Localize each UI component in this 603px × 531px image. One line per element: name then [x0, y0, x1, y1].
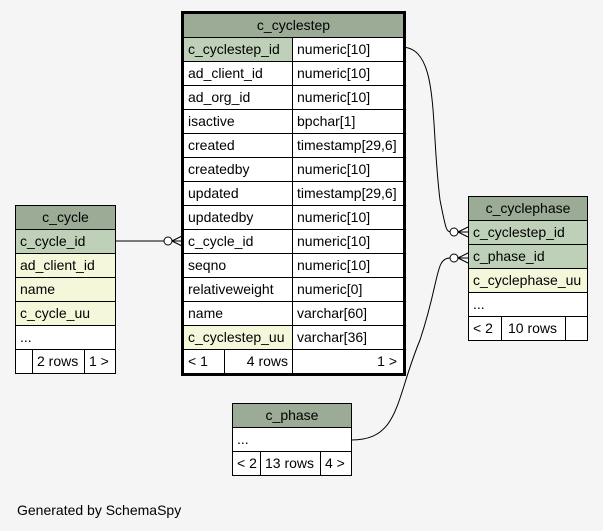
row-count: 2 rows — [32, 350, 84, 373]
children-link[interactable]: 1 > — [292, 350, 403, 373]
table-title[interactable]: c_cyclephase — [469, 197, 587, 221]
column-type: varchar[36] — [292, 326, 403, 349]
edge-cyclestep-crowsfoot — [457, 226, 469, 238]
column-row: c_cyclestep_id — [469, 221, 587, 245]
row-count: 4 rows — [224, 350, 292, 373]
column-name: seqno — [188, 257, 227, 273]
column-name: c_cyclephase_uu — [469, 269, 587, 292]
children-link[interactable]: 4 > — [320, 452, 351, 475]
column-row: name — [16, 278, 115, 302]
edge-cycle-optional-marker — [163, 236, 173, 246]
table-title[interactable]: c_phase — [233, 404, 351, 428]
edge-cyclestep-optional-marker — [449, 227, 459, 237]
generated-by-label: Generated by SchemaSpy — [17, 502, 182, 518]
column-type: timestamp[29,6] — [292, 182, 403, 205]
column-row: updatedby numeric[10] — [184, 206, 403, 230]
edge-cycle-crowsfoot — [171, 235, 183, 247]
parents-link[interactable] — [16, 350, 32, 373]
column-row: ad_org_id numeric[10] — [184, 86, 403, 110]
column-row: name varchar[60] — [184, 302, 403, 326]
column-name: c_phase_id — [469, 245, 587, 268]
parents-link[interactable]: < 2 — [237, 455, 257, 471]
column-name: ... — [20, 329, 32, 345]
column-name: c_cycle_uu — [16, 302, 115, 325]
column-row: ad_client_id — [16, 254, 115, 278]
column-type: timestamp[29,6] — [292, 134, 403, 157]
table-footer: 2 rows 1 > — [16, 350, 115, 373]
edge-cyclestep-to-cyclephase — [400, 46, 453, 233]
column-name: ... — [237, 431, 249, 447]
column-row: ... — [469, 293, 587, 317]
column-name: c_cyclestep_id — [184, 38, 292, 61]
column-row: isactive bpchar[1] — [184, 110, 403, 134]
column-type: numeric[10] — [292, 62, 403, 85]
edge-phase-crowsfoot — [457, 252, 469, 264]
column-row: ... — [16, 326, 115, 350]
column-name: createdby — [188, 161, 250, 177]
table-title[interactable]: c_cyclestep — [184, 14, 403, 38]
column-row: updated timestamp[29,6] — [184, 182, 403, 206]
column-name: name — [16, 278, 115, 301]
column-type: numeric[10] — [292, 86, 403, 109]
column-type: numeric[0] — [292, 278, 403, 301]
column-name: c_cycle_id — [188, 233, 254, 249]
column-name: isactive — [188, 113, 235, 129]
column-type: numeric[10] — [292, 230, 403, 253]
column-row: created timestamp[29,6] — [184, 134, 403, 158]
column-row: relativeweight numeric[0] — [184, 278, 403, 302]
column-row: ad_client_id numeric[10] — [184, 62, 403, 86]
column-row: c_cycle_id numeric[10] — [184, 230, 403, 254]
table-c-phase[interactable]: c_phase ... < 2 13 rows 4 > — [232, 403, 352, 476]
column-name: updatedby — [188, 209, 254, 225]
column-name: updated — [188, 185, 239, 201]
column-row: c_cycle_uu — [16, 302, 115, 326]
column-row: c_cyclephase_uu — [469, 269, 587, 293]
column-row: seqno numeric[10] — [184, 254, 403, 278]
edge-phase-optional-marker — [449, 253, 459, 263]
children-link[interactable]: 1 > — [84, 350, 115, 373]
column-type: numeric[10] — [292, 206, 403, 229]
column-type: numeric[10] — [292, 38, 403, 61]
table-footer: < 1 4 rows 1 > — [184, 350, 403, 373]
children-link[interactable] — [565, 317, 587, 340]
column-row: ... — [233, 428, 351, 452]
column-type: varchar[60] — [292, 302, 403, 325]
column-name: ad_org_id — [188, 89, 251, 105]
column-row: c_phase_id — [469, 245, 587, 269]
column-name: ad_client_id — [188, 65, 263, 81]
table-c-cyclephase[interactable]: c_cyclephase c_cyclestep_id c_phase_id c… — [468, 196, 588, 341]
column-name: c_cycle_id — [16, 230, 115, 253]
column-name: name — [188, 305, 224, 321]
column-name: relativeweight — [188, 281, 274, 297]
column-type: bpchar[1] — [292, 110, 403, 133]
table-footer: < 2 10 rows — [469, 317, 587, 340]
column-name: created — [188, 137, 235, 153]
column-name: ad_client_id — [16, 254, 115, 277]
column-row: c_cycle_id — [16, 230, 115, 254]
table-c-cycle[interactable]: c_cycle c_cycle_id ad_client_id name c_c… — [15, 205, 116, 374]
column-type: numeric[10] — [292, 158, 403, 181]
column-name: c_cyclestep_uu — [184, 326, 292, 349]
column-name: c_cyclestep_id — [469, 221, 587, 244]
row-count: 10 rows — [501, 317, 565, 340]
column-row: createdby numeric[10] — [184, 158, 403, 182]
column-name: ... — [473, 296, 485, 312]
row-count: 13 rows — [260, 452, 320, 475]
table-footer: < 2 13 rows 4 > — [233, 452, 351, 475]
edge-phase-to-cyclephase — [350, 257, 451, 441]
table-title[interactable]: c_cycle — [16, 206, 115, 230]
parents-link[interactable]: < 2 — [473, 320, 493, 336]
column-type: numeric[10] — [292, 254, 403, 277]
parents-link[interactable]: < 1 — [188, 353, 208, 369]
